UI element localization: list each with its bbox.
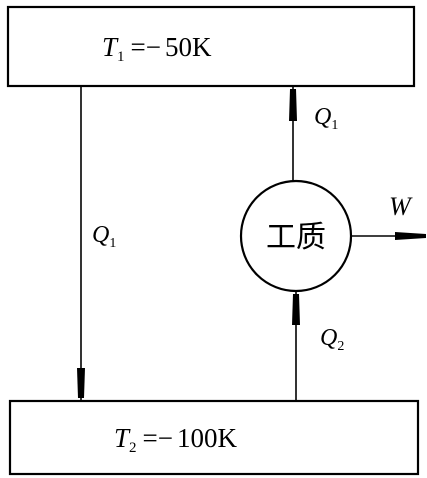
working-substance-label: 工质 — [266, 220, 326, 255]
hot-reservoir-value: 50K — [165, 32, 212, 62]
hot-reservoir-equals: =− — [131, 32, 161, 62]
cold-reservoir-value: 100K — [177, 423, 238, 453]
hot-reservoir-box — [6, 5, 416, 88]
cold-reservoir-box — [8, 399, 420, 476]
upper-right-flow-symbol: Q — [314, 104, 331, 130]
upper-right-flow-label: Q1 — [314, 104, 338, 133]
lower-up-arrow-icon — [292, 294, 300, 325]
lower-right-flow-subscript: 2 — [337, 339, 344, 354]
upper-up-arrow-icon — [289, 89, 297, 121]
lower-right-flow-symbol: Q — [320, 325, 337, 351]
hot-reservoir-subscript: 1 — [117, 49, 125, 65]
work-label: W — [389, 192, 413, 221]
cold-reservoir-subscript: 2 — [129, 440, 137, 456]
left-flow-symbol: Q — [92, 222, 109, 248]
work-left-arrow-icon — [395, 232, 426, 240]
left-flow-subscript: 1 — [109, 236, 116, 251]
upper-right-flow-subscript: 1 — [331, 118, 338, 133]
hot-reservoir-symbol: T — [102, 32, 119, 62]
cold-reservoir-equals: =− — [143, 423, 173, 453]
hot-reservoir-label: T1 =−50K — [102, 32, 212, 65]
lower-right-flow-label: Q2 — [320, 325, 344, 354]
left-down-arrow-icon — [77, 368, 85, 398]
cold-reservoir-label: T2 =−100K — [114, 423, 238, 456]
left-flow-label: Q1 — [92, 222, 116, 251]
cold-reservoir-symbol: T — [114, 423, 131, 453]
